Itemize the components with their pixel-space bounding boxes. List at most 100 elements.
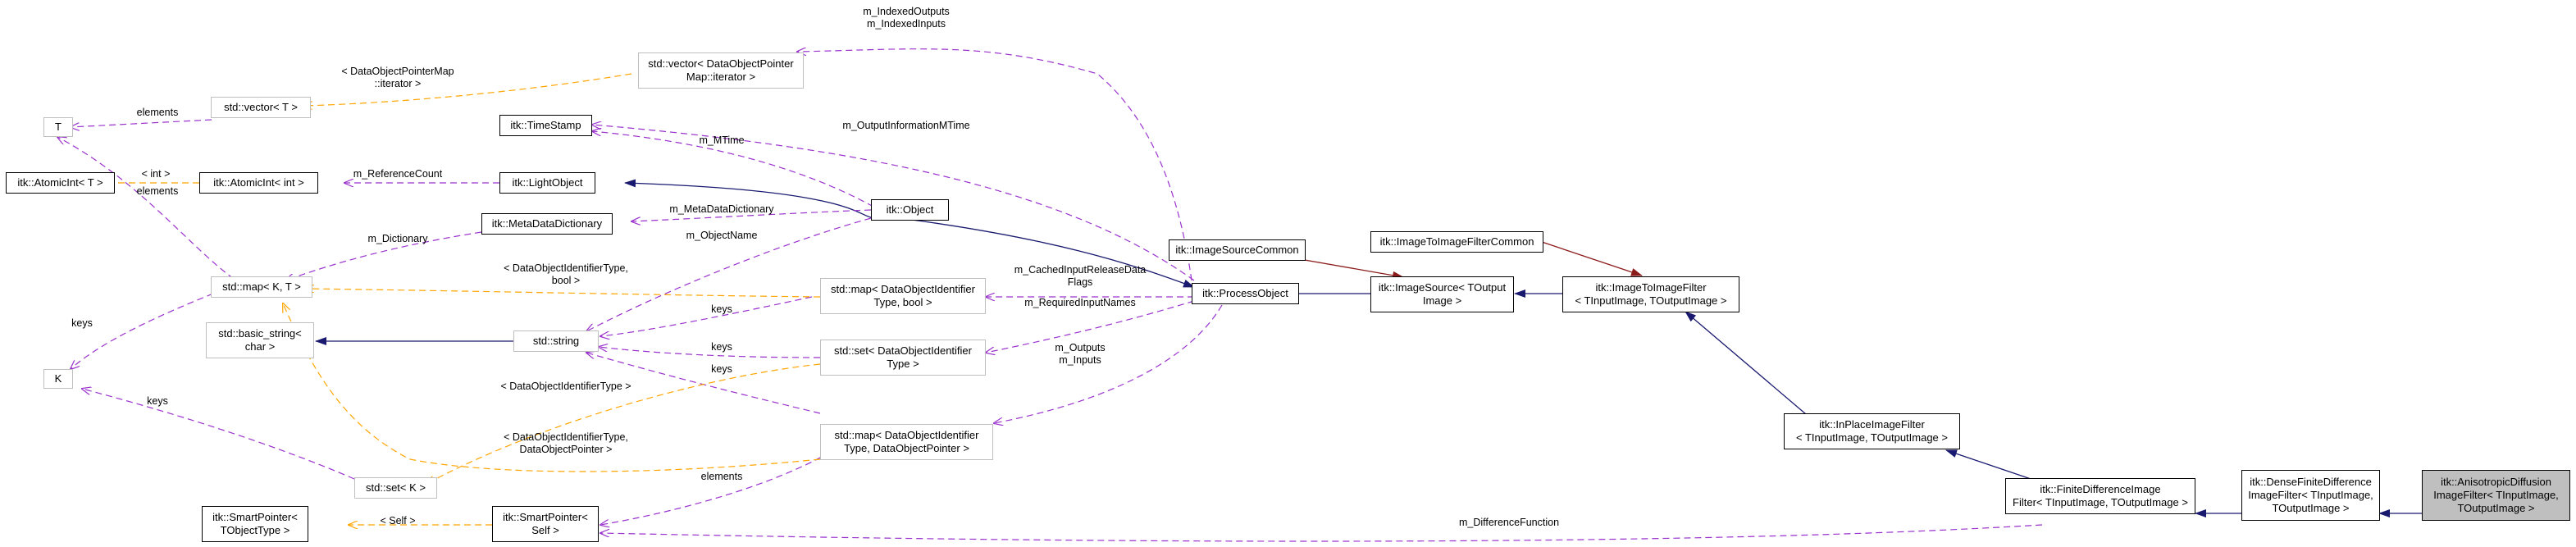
text-line: < DataObjectIdentifierType, — [504, 431, 628, 443]
node-inplaceimagefilter[interactable]: itk::InPlaceImageFilter< TInputImage, TO… — [1784, 413, 1960, 449]
label-doit-type: < DataObjectIdentifierType > — [500, 381, 631, 393]
label-keys-map: keys — [71, 317, 93, 330]
node-timestamp[interactable]: itk::TimeStamp — [499, 115, 592, 136]
label-elements-vec: elements — [137, 107, 179, 119]
node-processobject[interactable]: itk::ProcessObject — [1192, 283, 1299, 304]
text-line: elements — [136, 185, 179, 197]
label-doit-bool: < DataObjectIdentifierType,bool > — [504, 262, 628, 287]
label-self-arg: < Self > — [380, 515, 415, 527]
edge-string-keys-mapbool — [600, 296, 813, 336]
label-keys-s1: keys — [711, 303, 732, 316]
edge-mapkt-template-bool — [305, 289, 821, 298]
text-line: m_Outputs — [1055, 342, 1106, 353]
text-line: Self > — [531, 524, 559, 536]
edge-itif-to-inplace — [1685, 311, 1823, 429]
text-line: itk::SmartPointer< — [503, 511, 588, 523]
node-object[interactable]: itk::Object — [871, 199, 949, 221]
text-line: std::vector< DataObjectPointer — [648, 57, 794, 70]
text-line: std::string — [532, 335, 580, 347]
node-atomicint-t[interactable]: itk::AtomicInt< T > — [6, 172, 115, 194]
edge-k-keys-map — [71, 293, 214, 369]
text-line: Type, bool > — [873, 296, 932, 308]
text-line: DataObjectPointer > — [519, 444, 613, 455]
edge-metadict-to-object — [631, 209, 872, 221]
text-line: m_CachedInputReleaseData — [1014, 264, 1147, 276]
edge-mapdop-outputs — [994, 304, 1223, 423]
edge-t-elements-map — [57, 137, 235, 280]
text-line: m_IndexedInputs — [867, 18, 946, 30]
edge-timestamp-outputinfo — [592, 125, 1195, 281]
edge-setdoit-required — [986, 300, 1195, 353]
node-atomicint-int[interactable]: itk::AtomicInt< int > — [199, 172, 318, 194]
label-int-arg: < int > — [142, 168, 171, 180]
node-imagesourcecommon[interactable]: itk::ImageSourceCommon — [1169, 239, 1306, 261]
text-line: Type > — [887, 358, 919, 370]
text-line: m_OutputInformationMTime — [842, 120, 970, 131]
node-imagetoimagefilter[interactable]: itk::ImageToImageFilter< TInputImage, TO… — [1562, 276, 1739, 312]
text-line: itk::SmartPointer< — [212, 511, 298, 523]
edge-imagesourcecommon-to-imagesource — [1299, 258, 1404, 280]
text-line: m_MetaDataDictionary — [669, 203, 774, 215]
text-line: itk::AnisotropicDiffusion — [2441, 476, 2551, 488]
text-line: itk::TimeStamp — [510, 119, 581, 131]
text-line: < DataObjectPointerMap — [341, 66, 454, 77]
node-metadatadictionary[interactable]: itk::MetaDataDictionary — [481, 213, 613, 235]
node-string[interactable]: std::string — [513, 330, 599, 352]
text-line: itk::MetaDataDictionary — [491, 217, 603, 230]
text-line: itk::InPlaceImageFilter — [1819, 418, 1925, 431]
label-metadict: m_MetaDataDictionary — [669, 203, 773, 216]
label-required: m_RequiredInputNames — [1024, 297, 1136, 309]
label-mtime: m_MTime — [699, 134, 744, 147]
text-line: Map::iterator > — [686, 71, 756, 83]
label-referencecount: m_ReferenceCount — [353, 168, 442, 180]
text-line: itk::AtomicInt< T > — [17, 176, 103, 189]
text-line: TOutputImage > — [2272, 502, 2350, 514]
edge-string-keys-mapdop — [586, 353, 821, 414]
text-line: itk::AtomicInt< int > — [213, 176, 304, 189]
text-line: < DataObjectIdentifierType, — [504, 262, 628, 274]
node-imagetoimagefiltercommon[interactable]: itk::ImageToImageFilterCommon — [1370, 231, 1543, 253]
text-line: elements — [136, 107, 179, 118]
node-t[interactable]: T — [43, 117, 73, 137]
text-line: std::map< DataObjectIdentifier — [834, 429, 979, 441]
text-line: std::set< DataObjectIdentifier — [833, 344, 972, 357]
node-basic-string[interactable]: std::basic_string<char > — [206, 322, 314, 358]
node-smartpointer-t[interactable]: itk::SmartPointer<TObjectType > — [202, 506, 308, 542]
label-dop-map-iter: < DataObjectPointerMap::iterator > — [341, 66, 454, 90]
text-line: keys — [147, 395, 168, 407]
label-keys-k: keys — [711, 363, 732, 376]
label-keys-k-left: keys — [147, 395, 168, 408]
label-elements-sp: elements — [701, 471, 743, 483]
text-line: < DataObjectIdentifierType > — [500, 381, 631, 392]
node-smartpointer-self[interactable]: itk::SmartPointer<Self > — [492, 506, 599, 542]
node-map-kt[interactable]: std::map< K, T > — [211, 276, 312, 298]
text-line: std::map< K, T > — [222, 280, 301, 293]
text-line: keys — [711, 341, 732, 353]
label-doit-dop: < DataObjectIdentifierType,DataObjectPoi… — [504, 431, 628, 456]
node-vector-t[interactable]: std::vector< T > — [211, 97, 311, 118]
edge-object-to-processobject — [873, 214, 1195, 288]
node-set-k[interactable]: std::set< K > — [354, 477, 437, 499]
label-objectname: m_ObjectName — [686, 230, 758, 242]
text-line: itk::ImageSourceCommon — [1175, 244, 1299, 256]
node-k[interactable]: K — [43, 369, 73, 389]
text-line: < Self > — [380, 515, 416, 526]
edge-mapkt-template-dop — [283, 303, 821, 472]
edge-setk-template — [426, 363, 821, 484]
edge-itifcommon-to-itif — [1539, 240, 1643, 276]
text-line: Flags — [1067, 276, 1093, 288]
text-line: itk::Object — [886, 203, 934, 216]
text-line: std::map< DataObjectIdentifier — [831, 283, 975, 295]
text-line: TOutputImage > — [2457, 502, 2535, 514]
node-lightobject[interactable]: itk::LightObject — [499, 172, 595, 194]
